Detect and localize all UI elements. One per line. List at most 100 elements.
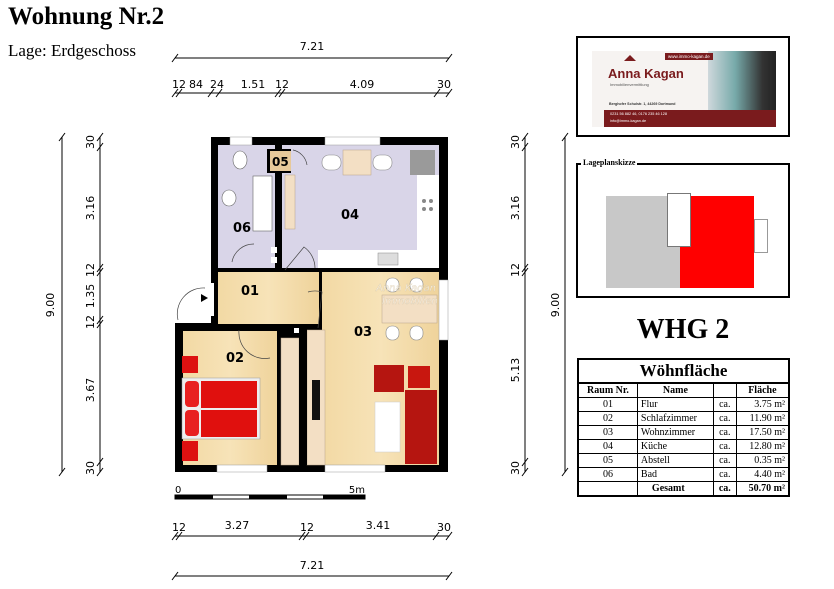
col-header (712, 382, 737, 398)
dim-tick (445, 53, 453, 63)
room-label-06: 06 (233, 221, 251, 236)
table-cell: ca. (712, 453, 737, 468)
dim-left-seg: 12 (84, 263, 97, 277)
dim-tick (432, 531, 440, 541)
dim-left-seg: 30 (84, 461, 97, 475)
dim-tick (96, 319, 104, 329)
table-cell: 50.70 m² (735, 481, 790, 497)
table-cell: 05 (577, 453, 638, 468)
building (175, 136, 449, 473)
sofa (405, 390, 437, 464)
dim-left-seg: 12 (84, 315, 97, 329)
table-cell: ca. (712, 425, 737, 440)
dim-left-total: 9.00 (44, 293, 57, 318)
table-cell: 11.90 m² (735, 411, 790, 426)
dim-tick (171, 531, 179, 541)
sink (221, 189, 237, 207)
window (229, 136, 253, 146)
room-label-05: 05 (272, 155, 289, 169)
dim-tick (521, 132, 529, 142)
stove (422, 199, 433, 211)
dim-tick (207, 88, 215, 98)
dim-tick (96, 467, 104, 477)
dim-top-seg: 30 (437, 78, 451, 91)
dim-top-total: 7.21 (300, 40, 325, 53)
table-cell: ca. (712, 411, 737, 426)
table-cell: 03 (577, 425, 638, 440)
dim-tick (175, 531, 183, 541)
dim-tick (96, 457, 104, 467)
room-hall (218, 272, 319, 324)
stairwell (667, 193, 691, 247)
dim-tick (561, 132, 569, 142)
highlighted-building (680, 196, 754, 288)
watermark: Anna Kagan Immobilien (375, 283, 438, 307)
scale-start: 0 (175, 485, 181, 496)
door-swings (177, 149, 323, 359)
table-header-row: Raum Nr. Name Fläche (577, 382, 790, 398)
dim-tick (521, 467, 529, 477)
dim-tick (561, 467, 569, 477)
scale-bar: 0 5m (174, 485, 366, 500)
dim-tick (433, 88, 441, 98)
dim-tick (96, 132, 104, 142)
nightstand (182, 356, 198, 373)
site-plan-label: Lageplanskizze (581, 158, 638, 167)
dim-right-seg: 3.16 (509, 196, 522, 221)
table-cell: 04 (577, 439, 638, 454)
table-cell: 06 (577, 467, 638, 482)
dim-tick (302, 531, 310, 541)
dim-right-seg: 30 (509, 461, 522, 475)
logo-address: Berghofer Schulstr. 1, 44269 Dortmund (609, 102, 676, 106)
dim-top-seg: 12 (172, 78, 186, 91)
toilet (232, 150, 248, 170)
room-label-01: 01 (241, 284, 259, 299)
watermark-line: Immobilien (382, 296, 438, 307)
ottoman (408, 366, 430, 388)
dim-tick (215, 88, 223, 98)
room-label-04: 04 (341, 208, 359, 223)
table-cell (577, 481, 638, 497)
dim-top-seg: 84 (189, 78, 203, 91)
dim-bottom-seg: 3.41 (366, 519, 391, 532)
table-cell: Küche (636, 439, 714, 454)
watermark-line: Anna Kagan (375, 283, 436, 294)
entrance-door-opening (204, 283, 214, 316)
table-cell: ca. (712, 397, 737, 412)
window (438, 279, 449, 341)
table-cell: Wohnzimmer (636, 425, 714, 440)
dim-bottom-seg: 3.27 (225, 519, 250, 532)
nightstand (182, 441, 198, 461)
dim-tick (96, 315, 104, 325)
table-cell: ca. (712, 439, 737, 454)
dim-tick (521, 267, 529, 277)
floor-location: Lage: Erdgeschoss (8, 41, 136, 60)
dim-tick (58, 132, 66, 142)
chair (409, 277, 424, 293)
dim-tick (445, 531, 453, 541)
dim-left-seg: 3.67 (84, 378, 97, 403)
dim-tick (58, 467, 66, 477)
logo-name: Anna Kagan (608, 66, 684, 81)
dim-tick (171, 53, 179, 63)
dimension-lines (61, 57, 566, 577)
logo-phone: 0231 56 882 46, 0176 235 46 128 (610, 112, 668, 116)
table-cell: Schlafzimmer (636, 411, 714, 426)
kitchen-sink (377, 252, 399, 266)
dim-bottom-seg: 12 (172, 521, 186, 534)
table-cell: Abstell (636, 453, 714, 468)
chair (372, 154, 393, 171)
window (324, 464, 386, 473)
window (324, 136, 381, 146)
col-header: Fläche (735, 382, 790, 398)
table-cell: 0.35 m² (735, 453, 790, 468)
dim-tick (521, 142, 529, 152)
dim-bottom-seg: 30 (437, 521, 451, 534)
room-label-03: 03 (354, 325, 372, 340)
